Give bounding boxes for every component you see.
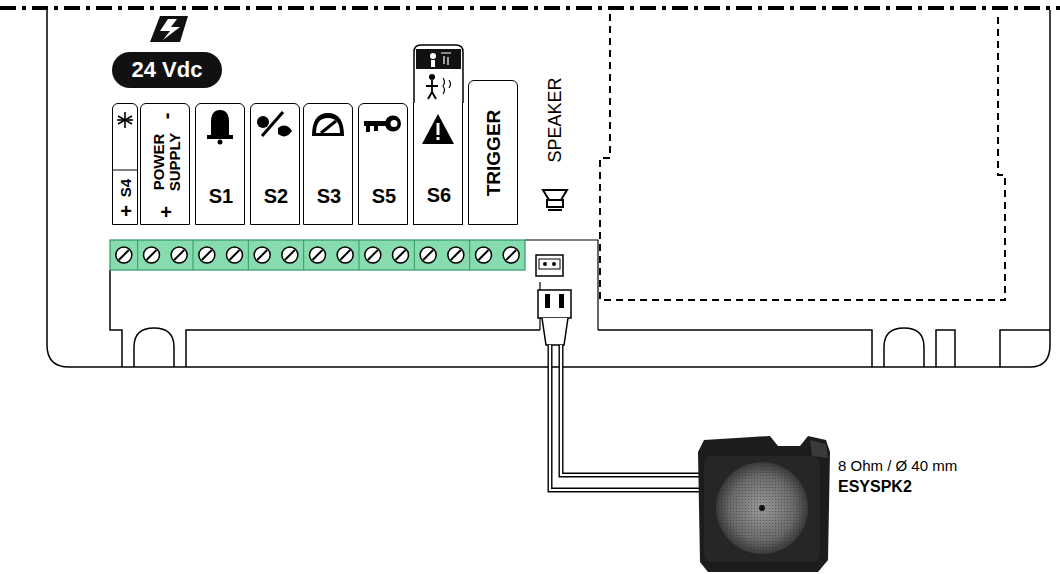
terminal-screw bbox=[227, 247, 243, 263]
screw-slot bbox=[340, 250, 350, 260]
terminal-label: S5 bbox=[358, 103, 408, 225]
shower-icon-box bbox=[414, 45, 463, 103]
screw-slot bbox=[285, 250, 295, 260]
screw-slot bbox=[396, 250, 406, 260]
terminal-divider bbox=[414, 240, 415, 270]
screw-slot bbox=[313, 250, 323, 260]
polarity-sign: - bbox=[156, 113, 177, 120]
terminal-screw bbox=[365, 247, 381, 263]
warning-icon bbox=[422, 114, 454, 144]
badge-text: 24 Vdc bbox=[132, 58, 203, 81]
voltage-badge: 24 Vdc bbox=[112, 52, 222, 88]
terminal-label: S3 bbox=[303, 103, 353, 225]
terminal-screw bbox=[393, 247, 409, 263]
terminal-label: S4 + bbox=[112, 103, 138, 225]
terminal-name: TRIGGER bbox=[484, 110, 504, 197]
screw-slot bbox=[368, 250, 378, 260]
screw-slot bbox=[174, 250, 184, 260]
terminal-name: S3 bbox=[317, 186, 341, 207]
asterisk-icon bbox=[117, 112, 133, 128]
terminal-name: POWER SUPPLY bbox=[151, 121, 183, 203]
terminal-name: S6 bbox=[427, 185, 451, 206]
terminal-screw bbox=[476, 247, 492, 263]
speaker-plug bbox=[538, 290, 571, 345]
bell-icon bbox=[207, 110, 233, 145]
part-number: ESYSPK2 bbox=[838, 478, 912, 496]
terminal-screw bbox=[310, 247, 326, 263]
key-icon bbox=[364, 116, 401, 133]
terminal-divider bbox=[193, 240, 194, 270]
screw-slot bbox=[257, 250, 267, 260]
screw-slot bbox=[451, 250, 461, 260]
terminal-screw bbox=[254, 247, 270, 263]
terminal-screw bbox=[199, 247, 215, 263]
screw-slot bbox=[147, 250, 157, 260]
terminal-label: S6 bbox=[413, 103, 463, 225]
terminal-divider bbox=[137, 240, 138, 270]
speaker-socket bbox=[536, 255, 563, 276]
terminal-screw bbox=[337, 247, 353, 263]
cut-line bbox=[0, 6, 1060, 10]
speaker-wires bbox=[550, 345, 704, 490]
terminal-divider bbox=[248, 240, 249, 270]
board-outline bbox=[47, 10, 1050, 367]
terminal-screw bbox=[144, 247, 160, 263]
screw-slot bbox=[202, 250, 212, 260]
terminal-divider bbox=[469, 240, 470, 270]
terminal-label: S1 bbox=[195, 103, 245, 225]
terminal-divider bbox=[359, 240, 360, 270]
terminal-name: S1 bbox=[209, 186, 233, 207]
terminal-screw bbox=[282, 247, 298, 263]
terminal-name: S2 bbox=[264, 186, 288, 207]
terminal-name: S5 bbox=[372, 186, 396, 207]
gauge-icon bbox=[312, 113, 344, 136]
terminal-strip bbox=[110, 240, 525, 270]
divider bbox=[113, 170, 137, 171]
screw-slot bbox=[423, 250, 433, 260]
terminal-label: TRIGGER bbox=[468, 80, 518, 225]
terminal-divider bbox=[303, 240, 304, 270]
screw-slot bbox=[479, 250, 489, 260]
polarity-sign: + bbox=[160, 202, 172, 223]
lightning-icon bbox=[150, 16, 188, 42]
connector-label: SPEAKER bbox=[546, 77, 566, 162]
screw-slot bbox=[506, 250, 516, 260]
speaker-icon bbox=[543, 190, 567, 210]
polarity-sign: + bbox=[120, 201, 132, 222]
terminal-label: S2 bbox=[250, 103, 300, 225]
terminal-screw bbox=[448, 247, 464, 263]
board-edge bbox=[110, 270, 1050, 367]
terminal-screw bbox=[503, 247, 519, 263]
terminal-label: +POWER SUPPLY- bbox=[140, 103, 190, 225]
terminal-name: S4 bbox=[118, 179, 134, 197]
terminal-screw bbox=[171, 247, 187, 263]
screw-slot bbox=[119, 250, 129, 260]
sensor-icon bbox=[257, 112, 292, 136]
terminal-screw bbox=[420, 247, 436, 263]
terminal-screw bbox=[116, 247, 132, 263]
dashed-area bbox=[600, 14, 1005, 300]
screw-slot bbox=[230, 250, 240, 260]
speaker-esyspk2 bbox=[698, 436, 830, 572]
connector-outline bbox=[525, 240, 598, 330]
speaker-spec: 8 Ohm / Ø 40 mm bbox=[838, 458, 957, 475]
